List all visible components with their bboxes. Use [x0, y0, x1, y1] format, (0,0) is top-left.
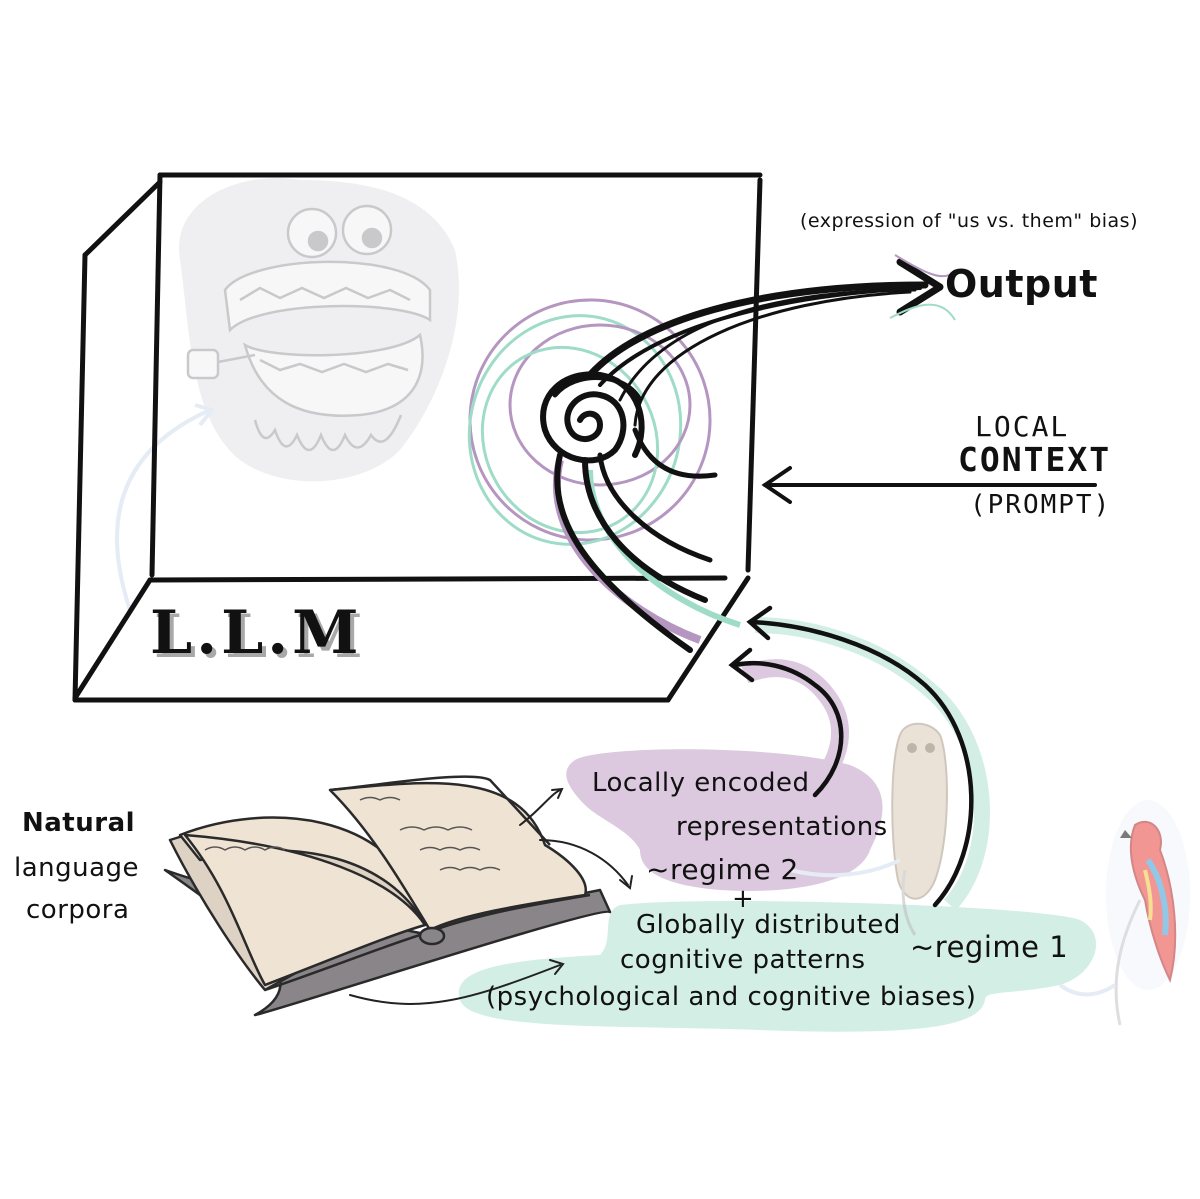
local-context-line1: LOCAL — [975, 410, 1070, 443]
regime1-line3: (psychological and cognitive biases) — [486, 982, 977, 1012]
regime2-line2: representations — [676, 812, 888, 842]
local-context-line2: CONTEXT — [958, 440, 1112, 479]
regime2-line3: ~regime 2 — [646, 853, 799, 886]
regime1-line2: cognitive patterns — [620, 945, 866, 975]
llm-label: L.L.M — [150, 598, 363, 668]
regime2-line1: Locally encoded — [592, 768, 810, 798]
corpora-line2: language — [14, 853, 140, 883]
output-label: Output — [945, 262, 1098, 306]
spiral-vortex-icon — [540, 281, 929, 653]
local-context-line3: (PROMPT) — [970, 490, 1112, 520]
corpora-line3: corpora — [26, 895, 130, 925]
open-book-icon — [163, 775, 612, 1017]
regime1-tag: ~regime 1 — [910, 930, 1069, 964]
swirl-colored-rings — [467, 298, 741, 644]
regime1-highlight — [458, 900, 1097, 1032]
regime2-highlight — [566, 749, 883, 891]
plus-sign: + — [732, 884, 755, 914]
regime-feedback-arrows — [728, 605, 974, 908]
chattering-teeth-icon — [186, 204, 432, 452]
output-note: (expression of "us vs. them" bias) — [800, 210, 1138, 232]
regime1-line1: Globally distributed — [636, 910, 901, 940]
corpora-line1: Natural — [22, 808, 136, 838]
output-arrowhead — [896, 258, 944, 316]
parrot-icon — [1106, 800, 1190, 1026]
llm-box — [72, 172, 763, 703]
context-arrow — [761, 466, 1097, 504]
owl-icon — [891, 722, 948, 936]
book-arrows — [349, 787, 633, 1005]
feedback-arrow-faint — [115, 408, 211, 611]
